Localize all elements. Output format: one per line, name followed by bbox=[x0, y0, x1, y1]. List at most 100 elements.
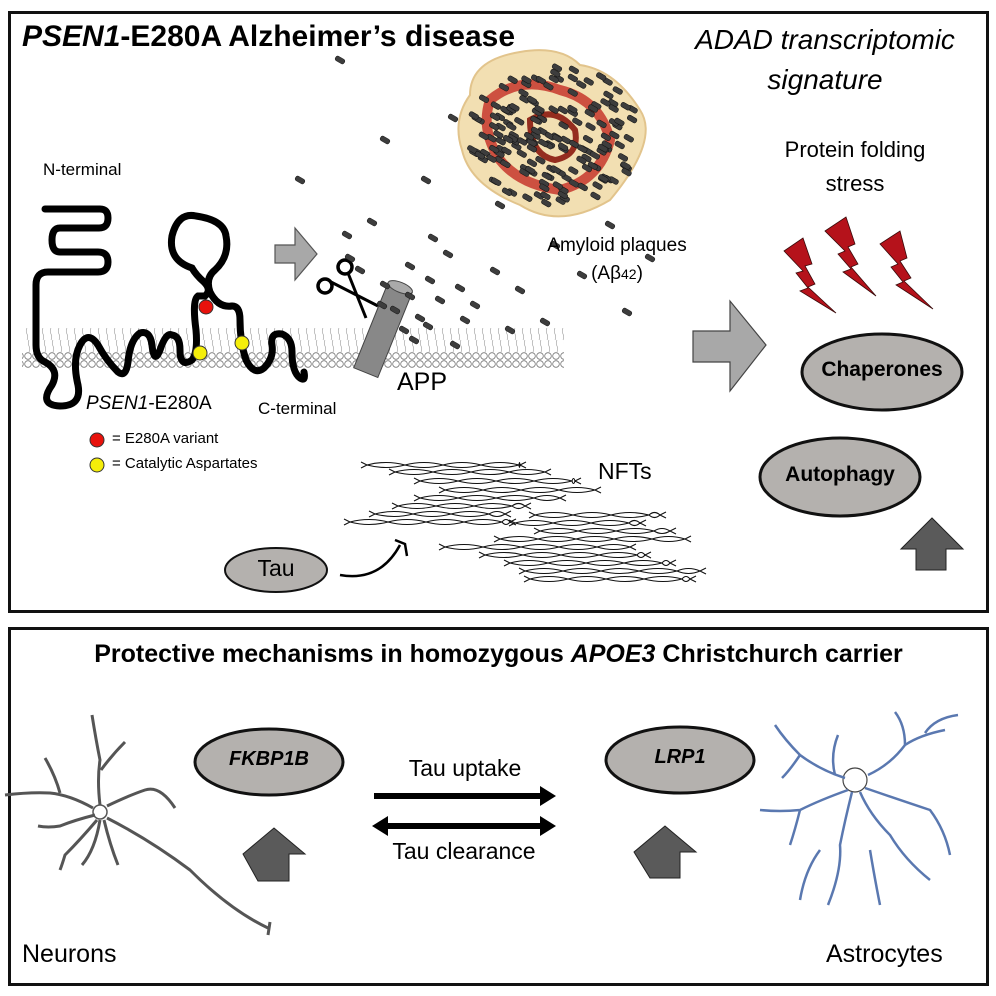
fkbp1b-up-arrow bbox=[242, 827, 307, 882]
amyloid-fibril bbox=[621, 307, 633, 317]
amyloid-label-line2: (Aβ42) bbox=[527, 260, 707, 288]
plaque-fibril bbox=[585, 122, 596, 131]
amyloid-label-line1: Amyloid plaques bbox=[547, 235, 687, 256]
nft-tangles bbox=[343, 461, 707, 583]
amyloid-fibril bbox=[376, 300, 388, 310]
tau-clearance-arrow bbox=[372, 816, 556, 836]
plaque-fibril bbox=[538, 138, 549, 148]
plaque-fibril bbox=[509, 103, 520, 112]
tau-label: Tau bbox=[257, 555, 295, 581]
nft-strand bbox=[388, 468, 552, 476]
amyloid-fibril bbox=[398, 325, 410, 335]
lrp1-label: LRP1 bbox=[654, 746, 706, 768]
plaque-fibril bbox=[609, 130, 620, 140]
astrocytes-label: Astrocytes bbox=[826, 940, 943, 968]
amyloid-fibril bbox=[424, 275, 436, 285]
plaque-fibril bbox=[543, 82, 554, 91]
amyloid-fibril bbox=[366, 217, 378, 227]
tau-ellipse bbox=[224, 547, 328, 593]
plaque-fibrils bbox=[467, 63, 638, 208]
plaque-fibril bbox=[590, 191, 601, 201]
nft-strand bbox=[478, 551, 652, 559]
plaque-fibril bbox=[539, 183, 550, 193]
signature-title-line1: ADAD transcriptomic bbox=[695, 24, 955, 55]
lrp1-up-arrow bbox=[633, 825, 698, 879]
amyloid-fibril bbox=[514, 285, 526, 295]
plaque-fibril bbox=[491, 177, 502, 186]
plaque-fibril bbox=[517, 137, 528, 146]
amyloid-fibril bbox=[414, 313, 426, 323]
plaque-fibril bbox=[534, 105, 545, 114]
amyloid-fibril bbox=[422, 321, 434, 331]
tau-uptake-arrow bbox=[374, 786, 556, 806]
amyloid-fibril bbox=[442, 249, 454, 259]
bottom-title-part1: Protective mechanisms in homozygous bbox=[94, 640, 571, 668]
plaque-fibril bbox=[489, 112, 501, 121]
plaque-fibril bbox=[526, 158, 538, 168]
tau-uptake-label: Tau uptake bbox=[408, 755, 522, 781]
plaque-fibril bbox=[617, 153, 629, 162]
catalytic-aspartate-dot-2 bbox=[234, 335, 250, 351]
nft-strand bbox=[518, 567, 707, 575]
psen1-italic: PSEN1 bbox=[86, 393, 149, 414]
plaque-fibril bbox=[530, 115, 541, 125]
plaque-fibril bbox=[519, 95, 530, 104]
nft-strand bbox=[368, 510, 512, 518]
psen1-e280a-label: PSEN1-E280A bbox=[86, 393, 212, 415]
plaque-fibril bbox=[603, 90, 614, 100]
plaque-fibril bbox=[558, 121, 569, 130]
plaque-fibril bbox=[589, 151, 601, 160]
plaque-fibril bbox=[552, 134, 563, 143]
legend-yellow-dot bbox=[89, 457, 105, 473]
amyloid-fibril bbox=[459, 315, 471, 325]
plaque-fibril bbox=[501, 146, 512, 156]
plaque-fibril bbox=[502, 134, 514, 144]
title-gene-italic: PSEN1 bbox=[22, 20, 121, 53]
plaque-fibril bbox=[507, 75, 518, 84]
bottom-panel-title: Protective mechanisms in homozygous APOE… bbox=[8, 640, 989, 669]
nft-strand bbox=[360, 461, 527, 469]
plaque-fibril bbox=[474, 150, 485, 160]
title-rest: -E280A Alzheimer’s disease bbox=[120, 20, 516, 53]
plaque-fibril bbox=[548, 105, 559, 114]
plaque-fibril bbox=[567, 104, 578, 114]
plaque-fibril bbox=[582, 135, 594, 144]
plaque-fibril bbox=[495, 137, 506, 146]
amyloid-fibril bbox=[427, 233, 439, 243]
nft-strand bbox=[528, 511, 667, 519]
plaque-fibril bbox=[550, 68, 561, 78]
amyloid-fibril bbox=[449, 340, 461, 350]
amyloid-fibril bbox=[526, 95, 538, 105]
amyloid-fibril bbox=[341, 230, 353, 240]
n-terminal-label: N-terminal bbox=[43, 160, 122, 179]
plaque-fibril bbox=[596, 119, 607, 129]
small-right-arrow bbox=[274, 226, 318, 282]
amyloid-fibril bbox=[504, 325, 516, 335]
plaque-fibril bbox=[608, 104, 619, 113]
plaque-fibril bbox=[623, 134, 634, 143]
plaque-fibril bbox=[567, 88, 578, 97]
plaque-fibril bbox=[501, 187, 513, 196]
fkbp1b-ellipse bbox=[193, 727, 345, 797]
plaque-fibril bbox=[493, 130, 504, 139]
plaque-fibril bbox=[620, 161, 631, 170]
plaque-fibril bbox=[526, 138, 537, 147]
scissors-icon bbox=[316, 258, 379, 319]
plaque-fibril bbox=[621, 167, 632, 177]
nft-strand bbox=[503, 559, 677, 567]
amyloid-fibril bbox=[454, 283, 466, 293]
amyloid-fibril bbox=[604, 220, 616, 230]
nft-strand bbox=[508, 519, 647, 527]
bottom-title-gene: APOE3 bbox=[570, 640, 656, 668]
psen1-protein-chain bbox=[32, 205, 236, 410]
plaque-fibril bbox=[478, 131, 489, 141]
neuron-illustration bbox=[4, 714, 272, 936]
amyloid-fibril bbox=[644, 253, 656, 263]
nft-strand bbox=[523, 575, 697, 583]
plaque-fibril bbox=[600, 98, 611, 107]
psen1-rest: -E280A bbox=[148, 393, 212, 414]
plaque-fibril bbox=[541, 171, 552, 181]
amyloid-fibril bbox=[379, 280, 391, 290]
plaque-fibril bbox=[576, 80, 587, 89]
